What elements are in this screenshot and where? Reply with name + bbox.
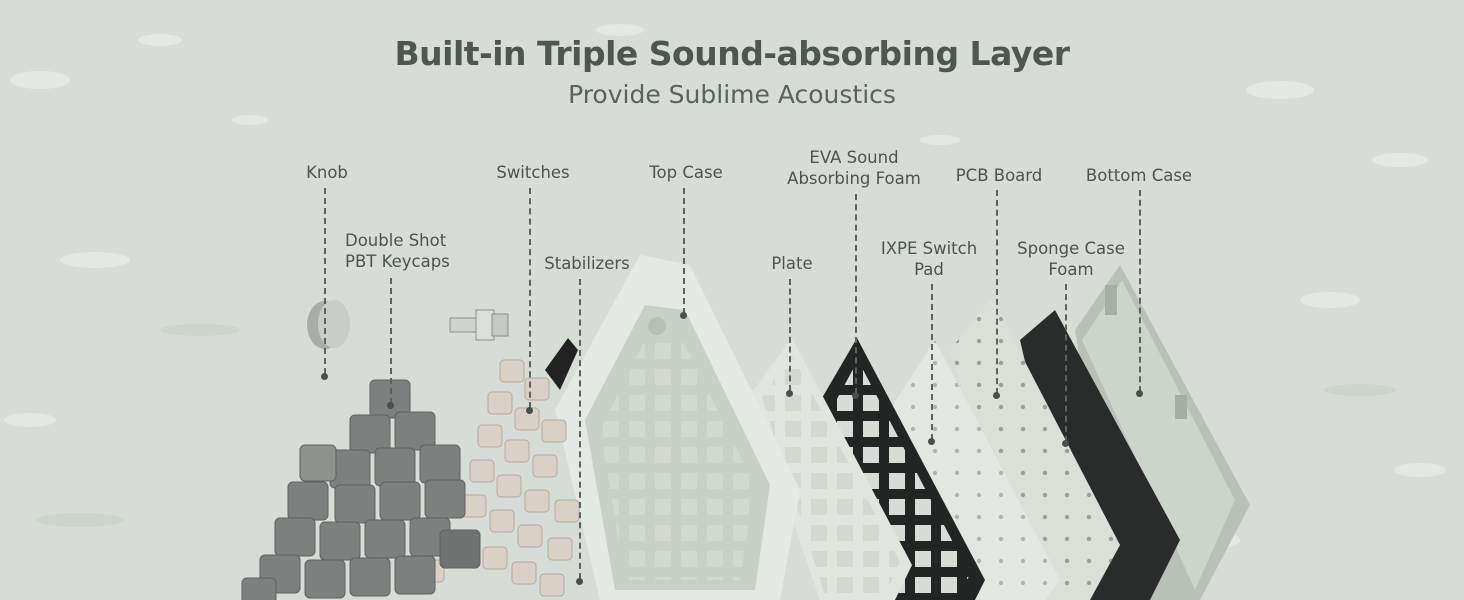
dot-plate — [786, 390, 793, 397]
dot-pcb-board — [993, 392, 1000, 399]
dot-eva-foam — [852, 392, 859, 399]
callout-sponge-foam: Sponge Case Foam — [1017, 239, 1125, 279]
leader-eva-foam — [855, 194, 857, 394]
dot-top-case — [680, 312, 687, 319]
callout-stabilizers: Stabilizers — [544, 254, 630, 273]
leader-switches — [529, 188, 531, 408]
plate — [750, 338, 912, 600]
single-switch — [449, 309, 509, 341]
dot-stabilizers — [576, 578, 583, 585]
leader-stabilizers — [579, 279, 581, 579]
dot-bottom-case — [1136, 390, 1143, 397]
callout-knob: Knob — [306, 163, 348, 182]
callout-ixpe-pad: IXPE Switch Pad — [880, 239, 978, 279]
pcb-board — [950, 298, 1120, 600]
dot-ixpe-pad — [928, 438, 935, 445]
leader-knob — [324, 188, 326, 374]
leader-ixpe-pad — [931, 284, 933, 440]
keycaps-cluster — [241, 379, 481, 600]
page-subtitle: Provide Sublime Acoustics — [568, 80, 896, 109]
callout-bottom-case: Bottom Case — [1085, 166, 1193, 185]
leader-bottom-case — [1139, 190, 1141, 392]
leader-pcb-board — [996, 190, 998, 394]
stabilizer-bar — [545, 338, 578, 390]
callout-switches: Switches — [496, 163, 570, 182]
sponge-case-foam — [1020, 310, 1180, 600]
callout-pcb-board: PCB Board — [955, 166, 1043, 185]
leader-sponge-foam — [1065, 284, 1067, 442]
leader-plate — [789, 279, 791, 391]
callout-top-case: Top Case — [649, 163, 723, 182]
knob — [307, 300, 350, 349]
dot-switches — [526, 407, 533, 414]
dot-sponge-foam — [1062, 440, 1069, 447]
callout-eva-foam: EVA Sound Absorbing Foam — [787, 148, 921, 188]
callout-keycaps: Double Shot PBT Keycaps — [345, 231, 450, 271]
leader-top-case — [683, 188, 685, 314]
eva-foam — [815, 338, 985, 600]
top-case — [555, 255, 800, 600]
leader-keycaps — [390, 278, 392, 404]
callout-plate: Plate — [771, 254, 813, 273]
page-title: Built-in Triple Sound-absorbing Layer — [394, 34, 1070, 73]
dot-keycaps — [387, 402, 394, 409]
dot-knob — [321, 373, 328, 380]
